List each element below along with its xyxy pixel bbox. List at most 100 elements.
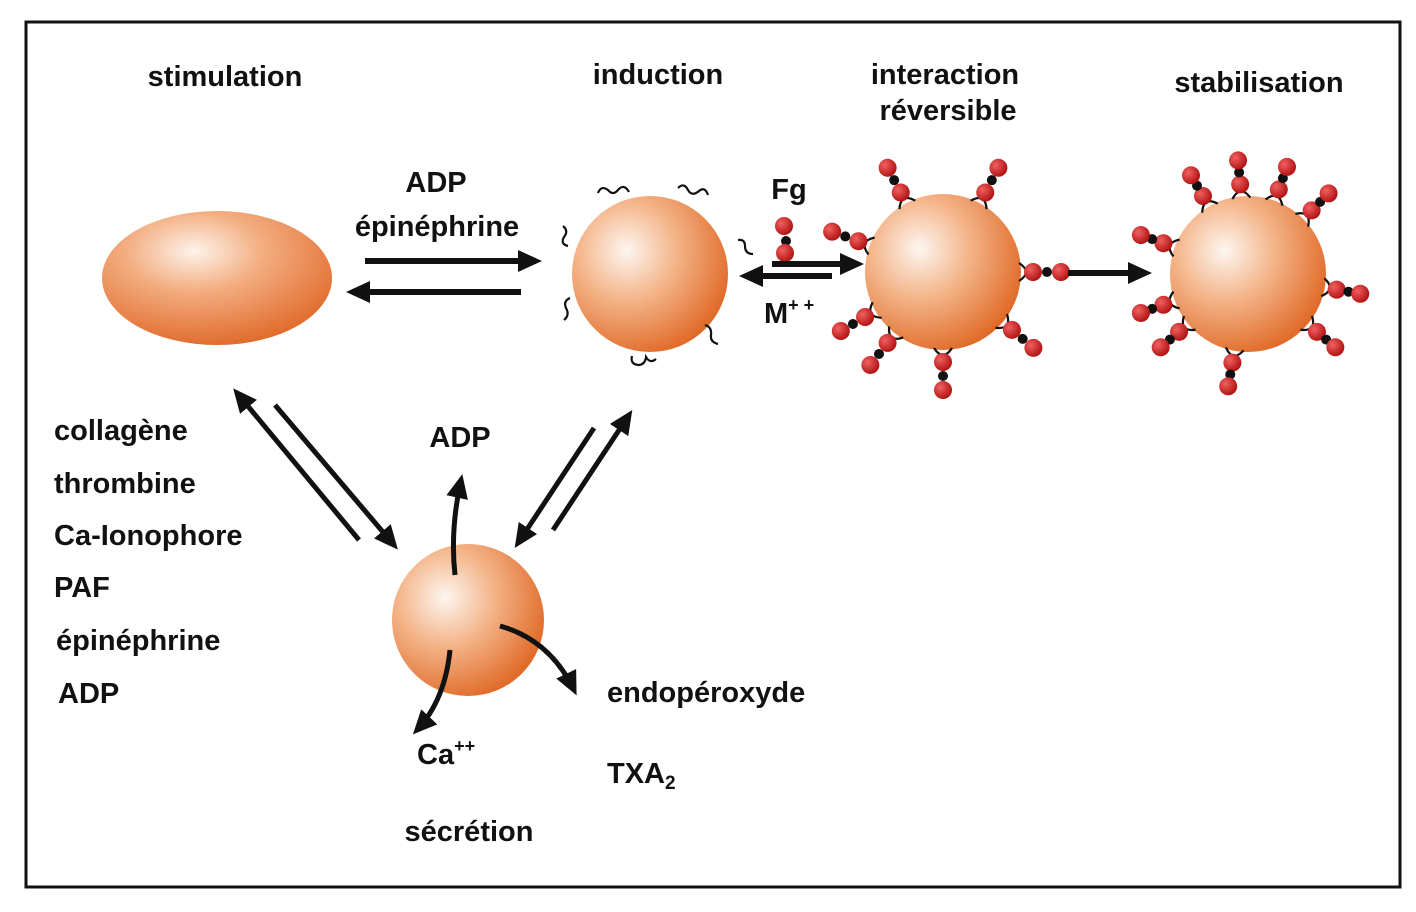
fibrinogen-bond bbox=[970, 158, 1008, 210]
fibrinogen-core bbox=[986, 175, 997, 186]
receptor-site bbox=[737, 238, 754, 256]
fibrinogen-bond bbox=[1131, 290, 1180, 322]
arrow-secretion-endoperoxide bbox=[499, 623, 577, 696]
cation-charge: + + bbox=[788, 295, 814, 315]
fibrinogen-bond bbox=[933, 347, 953, 399]
receptor-site bbox=[704, 323, 719, 346]
fibrinogen-core bbox=[847, 319, 858, 329]
fibrinogen-core bbox=[1042, 267, 1052, 277]
stabilised-platelet bbox=[1170, 196, 1326, 352]
fibrinogen-molecule-free bbox=[775, 217, 794, 262]
fibrinogen-end bbox=[1307, 322, 1326, 341]
fibrinogen-end bbox=[1302, 201, 1321, 220]
stage-interaction-heading-line1: interaction bbox=[871, 59, 1019, 91]
fibrinogen-end bbox=[1154, 234, 1173, 253]
fibrinogen-bond bbox=[831, 301, 882, 340]
fibrinogen-bond bbox=[1229, 151, 1252, 200]
stage-stabilisation-heading: stabilisation bbox=[1174, 67, 1343, 99]
fibrinogen-end bbox=[878, 158, 897, 177]
fibrinogen-core bbox=[1234, 167, 1245, 178]
fibrinogen-end bbox=[934, 353, 952, 371]
secretion-endoperoxide-label: endopéroxyde bbox=[607, 677, 805, 709]
fibrinogen-end bbox=[1351, 284, 1370, 303]
fibrinogen-end bbox=[934, 381, 952, 399]
fibrinogen-bond bbox=[861, 326, 904, 374]
stabilised-platelet-bonds bbox=[1131, 151, 1370, 396]
secretion-adp-label: ADP bbox=[429, 422, 490, 454]
receptor-site bbox=[677, 184, 710, 196]
fibrinogen-end bbox=[1277, 157, 1296, 176]
arrow-stimulation-to-secretion bbox=[273, 403, 398, 550]
arrow-secretion-to-stimulation bbox=[233, 388, 361, 542]
receptor-site bbox=[630, 353, 657, 367]
fibrinogen-end bbox=[831, 322, 850, 340]
fibrinogen-end bbox=[1131, 303, 1150, 322]
fibrinogen-bond bbox=[995, 313, 1043, 357]
fibrinogen-end bbox=[1151, 338, 1170, 357]
fibrinogen-end bbox=[1024, 263, 1042, 281]
fibrinogen-end bbox=[1002, 320, 1021, 339]
interacting-platelet bbox=[865, 194, 1021, 350]
fibrinogen-end bbox=[1170, 322, 1189, 341]
fibrinogen-end bbox=[1219, 377, 1238, 396]
secretion-txa2-label: TXA2 bbox=[607, 758, 676, 794]
fibrinogen-end bbox=[856, 308, 875, 326]
fibrinogen-bond bbox=[1151, 315, 1196, 357]
fibrinogen-end bbox=[1024, 338, 1043, 357]
diagram-frame bbox=[24, 20, 1402, 889]
cation-label: M+ + bbox=[764, 295, 814, 330]
stimulus-item: ADP bbox=[58, 678, 119, 710]
fibrinogen-core bbox=[1017, 333, 1028, 344]
fibrinogen-end bbox=[1326, 338, 1345, 357]
fibrinogen-bond bbox=[1131, 226, 1180, 258]
stimulus-item: Ca-Ionophore bbox=[54, 520, 243, 552]
induced-platelet bbox=[572, 196, 728, 352]
fibrinogen-end bbox=[1327, 280, 1346, 299]
arrow-secretion-to-induction bbox=[550, 409, 633, 532]
fibrinogen-core bbox=[938, 371, 948, 381]
secreting-platelet bbox=[392, 544, 544, 696]
stimulus-item: PAF bbox=[54, 572, 110, 604]
fibrinogen-core bbox=[1225, 369, 1236, 380]
stimulus-item: collagène bbox=[54, 415, 188, 447]
fibrinogen-end bbox=[891, 183, 910, 202]
arrow-induction-to-secretion bbox=[514, 426, 597, 549]
fibrinogen-bond bbox=[1300, 315, 1345, 357]
fibrinogen-end bbox=[1194, 187, 1212, 206]
fibrinogen-label: Fg bbox=[771, 174, 806, 206]
calcium-base: Ca bbox=[417, 739, 455, 771]
fibrinogen-end bbox=[823, 222, 842, 241]
cation-base: M bbox=[764, 298, 788, 330]
fibrinogen-bond bbox=[878, 158, 916, 210]
stage-stimulation-heading: stimulation bbox=[148, 61, 303, 93]
arrow-secretion-adp bbox=[446, 474, 468, 576]
fibrinogen-end bbox=[1131, 226, 1150, 245]
induction-agent-epinephrine: épinéphrine bbox=[355, 211, 519, 243]
stage-interaction-heading-line2: réversible bbox=[879, 95, 1016, 127]
arrow-secretion-calcium bbox=[412, 649, 453, 735]
receptor-site bbox=[563, 296, 571, 321]
calcium-charge: ++ bbox=[454, 736, 475, 756]
fibrinogen-end bbox=[1182, 166, 1200, 185]
txa-subscript: 2 bbox=[665, 773, 676, 794]
receptor-site bbox=[561, 225, 569, 248]
fibrinogen-end bbox=[849, 232, 868, 251]
fibrinogen-core bbox=[1343, 286, 1354, 297]
fibrinogen-end bbox=[1052, 263, 1070, 281]
induction-agent-adp: ADP bbox=[405, 167, 466, 199]
receptor-site bbox=[596, 185, 630, 195]
fibrinogen-end bbox=[989, 158, 1008, 177]
fibrinogen-bond bbox=[1018, 262, 1070, 282]
fibrinogen-bond bbox=[1219, 346, 1245, 396]
fibrinogen-core bbox=[889, 175, 900, 186]
fibrinogen-end bbox=[1319, 184, 1338, 203]
fibrinogen-bond bbox=[1264, 157, 1296, 206]
secretion-title: sécrétion bbox=[405, 816, 534, 848]
fibrinogen-bond bbox=[1295, 184, 1338, 227]
txa-base: TXA bbox=[607, 758, 665, 790]
interacting-platelet-bonds bbox=[823, 158, 1070, 399]
fibrinogen-end bbox=[976, 183, 995, 202]
stage-induction-heading: induction bbox=[593, 59, 723, 91]
fibrinogen-end bbox=[1154, 295, 1173, 314]
secretion-calcium-label: Ca++ bbox=[417, 736, 475, 771]
